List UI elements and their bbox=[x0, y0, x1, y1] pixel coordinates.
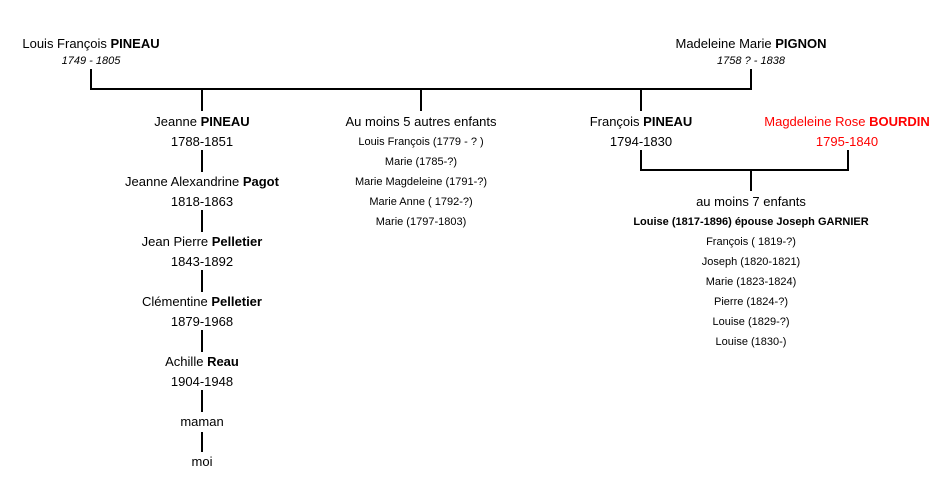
other-child-2: Marie (1785-?) bbox=[384, 156, 458, 168]
lineage-person-2-dates: 1818-1863 bbox=[170, 194, 234, 209]
lineage-person-1-name: Jeanne PINEAU bbox=[154, 114, 249, 129]
other-children-heading: Au moins 5 autres enfants bbox=[345, 114, 497, 129]
francois-child-highlight: Louise (1817-1896) épouse Joseph GARNIER bbox=[633, 216, 869, 228]
other-child-3: Marie Magdeleine (1791-?) bbox=[354, 176, 488, 188]
spouse-last-name: BOURDIN bbox=[869, 114, 930, 129]
lineage-person-4-dates: 1879-1968 bbox=[170, 314, 234, 329]
lineage-person-3-name: Jean Pierre Pelletier bbox=[142, 234, 263, 249]
father-dates: 1749 - 1805 bbox=[61, 55, 121, 67]
lineage-maman: maman bbox=[180, 414, 224, 429]
lineage-person-3-dates: 1843-1892 bbox=[170, 254, 234, 269]
francois-dates: 1794-1830 bbox=[609, 134, 673, 149]
lineage-person-4-last: Pelletier bbox=[211, 294, 262, 309]
spouse-first-name: Magdeleine Rose bbox=[764, 114, 870, 129]
lineage-person-4-name: Clémentine Pelletier bbox=[142, 294, 262, 309]
other-child-5: Marie (1797-1803) bbox=[375, 216, 467, 228]
lineage-person-5-dates: 1904-1948 bbox=[170, 374, 234, 389]
father-first-name: Louis François bbox=[22, 36, 111, 51]
mother-dates: 1758 ? - 1838 bbox=[717, 55, 785, 67]
spouse-dates: 1795-1840 bbox=[815, 134, 879, 149]
francois-name: François PINEAU bbox=[590, 114, 693, 129]
lineage-person-2-name: Jeanne Alexandrine Pagot bbox=[125, 174, 279, 189]
spouse-name: Magdeleine Rose BOURDIN bbox=[764, 114, 929, 129]
other-child-1: Louis François (1779 - ? ) bbox=[358, 136, 484, 148]
lineage-person-4-first: Clémentine bbox=[142, 294, 212, 309]
mother-first-name: Madeleine Marie bbox=[675, 36, 776, 51]
francois-first-name: François bbox=[589, 114, 644, 129]
lineage-person-5-first: Achille bbox=[165, 354, 208, 369]
father-name: Louis François PINEAU bbox=[22, 36, 159, 51]
lineage-person-2-last: Pagot bbox=[242, 174, 279, 189]
mother-name: Madeleine Marie PIGNON bbox=[675, 36, 826, 51]
lineage-person-2-first: Jeanne Alexandrine bbox=[125, 174, 243, 189]
francois-child-5: Louise (1829-?) bbox=[712, 316, 790, 328]
francois-child-3: Marie (1823-1824) bbox=[705, 276, 797, 288]
father-last-name: PINEAU bbox=[110, 36, 160, 51]
francois-child-6: Louise (1830-) bbox=[715, 336, 787, 348]
other-child-4: Marie Anne ( 1792-?) bbox=[369, 196, 473, 208]
lineage-person-3-last: Pelletier bbox=[211, 234, 263, 249]
lineage-person-1-first: Jeanne bbox=[154, 114, 201, 129]
francois-children-heading: au moins 7 enfants bbox=[696, 194, 806, 209]
francois-last-name: PINEAU bbox=[643, 114, 693, 129]
mother-last-name: PIGNON bbox=[775, 36, 827, 51]
francois-child-1: François ( 1819-?) bbox=[706, 236, 796, 248]
lineage-person-5-last: Reau bbox=[207, 354, 239, 369]
lineage-person-3-first: Jean Pierre bbox=[141, 234, 212, 249]
lineage-person-1-last: PINEAU bbox=[200, 114, 250, 129]
francois-child-4: Pierre (1824-?) bbox=[714, 296, 788, 308]
lineage-person-5-name: Achille Reau bbox=[165, 354, 239, 369]
lineage-person-1-dates: 1788-1851 bbox=[170, 134, 234, 149]
lineage-moi: moi bbox=[191, 454, 213, 469]
francois-child-2: Joseph (1820-1821) bbox=[701, 256, 801, 268]
